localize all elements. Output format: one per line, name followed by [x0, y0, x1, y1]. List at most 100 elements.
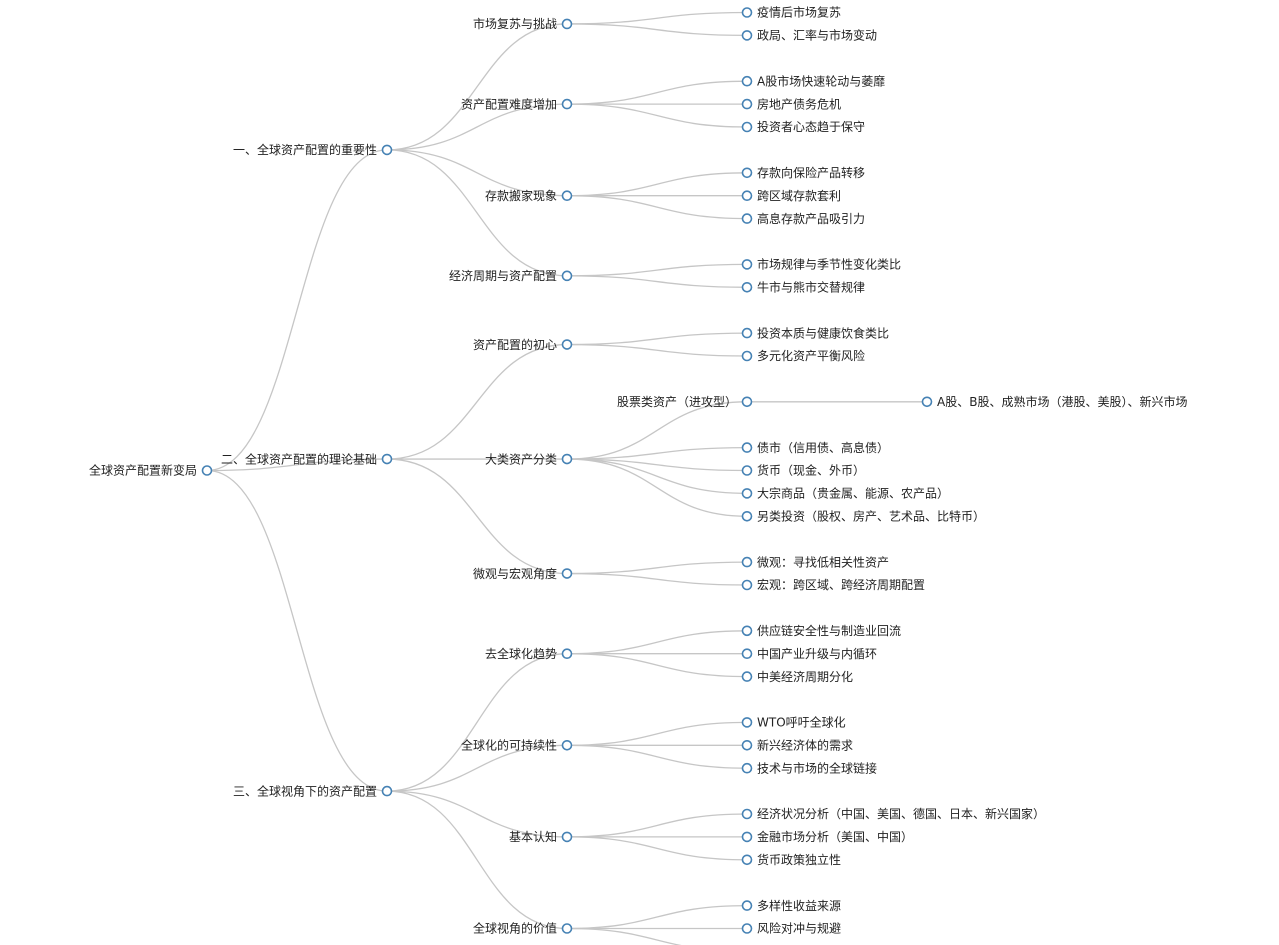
- tree-node[interactable]: 多样性收益来源: [741, 898, 842, 913]
- node-circle[interactable]: [561, 453, 573, 465]
- node-circle[interactable]: [381, 785, 393, 797]
- node-circle[interactable]: [561, 98, 573, 110]
- node-circle[interactable]: [741, 854, 753, 866]
- tree-node[interactable]: 投资者心态趋于保守: [741, 119, 866, 134]
- node-circle[interactable]: [741, 579, 753, 591]
- node-circle[interactable]: [741, 350, 753, 362]
- tree-node[interactable]: 微观与宏观角度: [473, 566, 573, 581]
- node-circle[interactable]: [921, 396, 933, 408]
- tree-node[interactable]: 市场复苏与挑战: [473, 16, 573, 31]
- node-label: 投资者心态趋于保守: [757, 119, 865, 134]
- tree-node[interactable]: 中美经济周期分化: [741, 669, 854, 684]
- node-label: 大类资产分类: [485, 452, 557, 466]
- tree-node[interactable]: 风险对冲与规避: [741, 921, 842, 936]
- node-circle[interactable]: [741, 442, 753, 453]
- tree-node[interactable]: 存款向保险产品转移: [741, 165, 866, 180]
- tree-node[interactable]: 牛市与熊市交替规律: [741, 280, 866, 295]
- tree-node[interactable]: 技术与市场的全球链接: [741, 760, 878, 775]
- tree-node[interactable]: 货币（现金、外币）: [741, 463, 866, 478]
- tree-node[interactable]: WTO呼吁全球化: [741, 715, 846, 730]
- tree-node[interactable]: 多元化资产平衡风险: [741, 348, 866, 363]
- node-circle[interactable]: [561, 18, 573, 30]
- tree-node[interactable]: 中国产业升级与内循环: [741, 646, 878, 661]
- node-circle[interactable]: [741, 75, 753, 87]
- node-circle[interactable]: [741, 281, 753, 293]
- tree-node[interactable]: 房地产债务危机: [741, 96, 842, 111]
- node-circle[interactable]: [741, 625, 753, 637]
- node-circle[interactable]: [381, 144, 393, 156]
- node-label: 中美经济周期分化: [757, 669, 853, 684]
- tree-node[interactable]: 微观：寻找低相关性资产: [741, 555, 890, 569]
- node-circle[interactable]: [741, 465, 753, 476]
- node-circle[interactable]: [561, 190, 573, 201]
- node-circle[interactable]: [741, 327, 753, 339]
- tree-node[interactable]: 一、全球资产配置的重要性: [233, 142, 393, 157]
- node-circle[interactable]: [741, 510, 753, 522]
- node-circle[interactable]: [741, 648, 753, 660]
- node-circle[interactable]: [561, 739, 573, 751]
- node-circle[interactable]: [741, 556, 753, 568]
- node-circle[interactable]: [561, 568, 573, 579]
- tree-node[interactable]: 去全球化趋势: [485, 646, 573, 661]
- tree-node[interactable]: 资产配置的初心: [473, 337, 573, 352]
- node-circle[interactable]: [201, 465, 213, 476]
- node-circle[interactable]: [561, 923, 573, 934]
- tree-node[interactable]: 全球视角的价值: [473, 921, 573, 936]
- tree-node[interactable]: 宏观：跨区域、跨经济周期配置: [741, 577, 926, 592]
- node-label: 风险对冲与规避: [757, 921, 841, 936]
- node-circle[interactable]: [741, 259, 753, 270]
- node-circle[interactable]: [741, 717, 753, 728]
- tree-node[interactable]: 另类投资（股权、房产、艺术品、比特币）: [741, 509, 986, 524]
- tree-node[interactable]: 债市（信用债、高息债）: [741, 440, 890, 455]
- tree-node[interactable]: 基本认知: [509, 830, 573, 844]
- node-circle[interactable]: [741, 167, 753, 179]
- tree-node[interactable]: 全球化的可持续性: [461, 738, 573, 753]
- tree-node[interactable]: 市场规律与季节性变化类比: [741, 257, 902, 272]
- tree-node[interactable]: 货币政策独立性: [741, 852, 842, 867]
- node-circle[interactable]: [741, 923, 753, 934]
- tree-node[interactable]: 大宗商品（贵金属、能源、农产品）: [741, 486, 950, 501]
- node-circle[interactable]: [741, 488, 753, 499]
- node-circle[interactable]: [741, 808, 753, 820]
- tree-node[interactable]: 跨区域存款套利: [741, 189, 842, 203]
- node-circle[interactable]: [741, 30, 753, 41]
- tree-node[interactable]: 股票类资产（进攻型）: [617, 395, 753, 409]
- tree-node[interactable]: 经济状况分析（中国、美国、德国、日本、新兴国家）: [741, 806, 1046, 821]
- node-circle[interactable]: [741, 190, 753, 201]
- node-circle[interactable]: [741, 671, 753, 682]
- tree-node[interactable]: 大类资产分类: [485, 452, 573, 466]
- node-circle[interactable]: [741, 900, 753, 911]
- tree-node[interactable]: 资产配置难度增加: [461, 96, 573, 111]
- tree-node[interactable]: 投资本质与健康饮食类比: [741, 325, 890, 340]
- node-label: 资产配置的初心: [473, 337, 557, 352]
- tree-node[interactable]: 全球资产配置新变局: [89, 463, 213, 478]
- tree-node[interactable]: 疫情后市场复苏: [741, 5, 842, 20]
- node-label: A股市场快速轮动与萎靡: [757, 73, 885, 88]
- node-circle[interactable]: [561, 831, 573, 843]
- tree-node[interactable]: 高息存款产品吸引力: [741, 211, 866, 226]
- tree-node[interactable]: 存款搬家现象: [485, 188, 573, 203]
- node-circle[interactable]: [561, 648, 573, 660]
- node-circle[interactable]: [381, 453, 393, 465]
- tree-node[interactable]: 新兴经济体的需求: [741, 738, 854, 753]
- tree-node[interactable]: 供应链安全性与制造业回流: [741, 623, 902, 638]
- node-circle[interactable]: [561, 339, 573, 350]
- tree-node[interactable]: 政局、汇率与市场变动: [741, 28, 878, 43]
- node-circle[interactable]: [741, 831, 753, 843]
- node-circle[interactable]: [741, 762, 753, 774]
- node-circle[interactable]: [741, 396, 753, 408]
- node-circle[interactable]: [741, 7, 753, 18]
- tree-node[interactable]: 二、全球资产配置的理论基础: [221, 451, 393, 466]
- node-circle[interactable]: [741, 213, 753, 224]
- node-circle[interactable]: [741, 739, 753, 751]
- node-label: 宏观：跨区域、跨经济周期配置: [757, 577, 925, 592]
- tree-node[interactable]: 金融市场分析（美国、中国）: [741, 829, 914, 844]
- tree-node[interactable]: 海阔天空的视野: [743, 944, 842, 945]
- tree-node[interactable]: A股、B股、成熟市场（港股、美股）、新兴市场: [921, 394, 1188, 409]
- node-circle[interactable]: [561, 270, 573, 282]
- node-circle[interactable]: [741, 121, 753, 133]
- tree-node[interactable]: A股市场快速轮动与萎靡: [741, 73, 886, 88]
- node-circle[interactable]: [741, 98, 753, 110]
- tree-node[interactable]: 经济周期与资产配置: [449, 268, 573, 283]
- tree-node[interactable]: 三、全球视角下的资产配置: [233, 783, 393, 798]
